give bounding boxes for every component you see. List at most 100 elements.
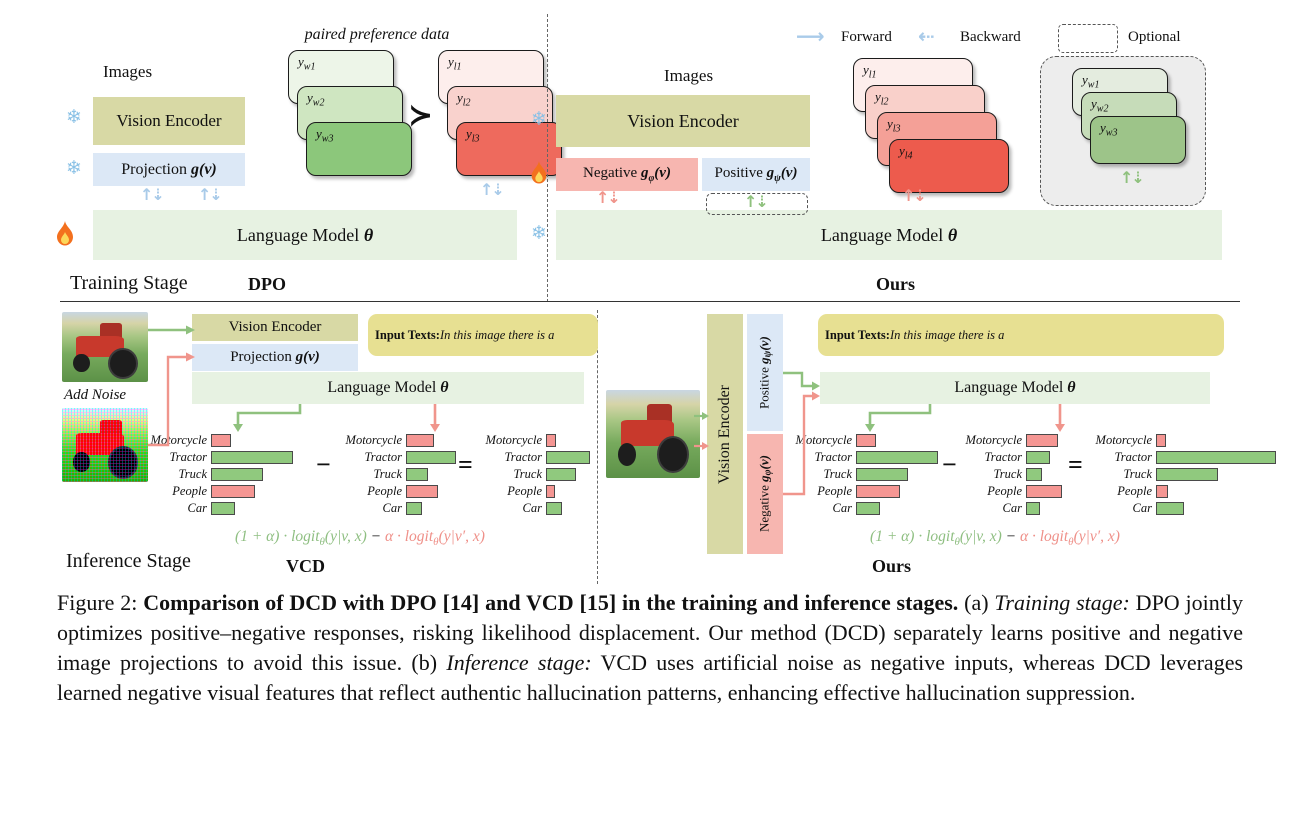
bar-category-label: Car [522,501,542,515]
forward-backward-arrows: ↑⇣ [744,192,769,211]
formula-neg-sub: θ [433,536,439,549]
formula-neg-args: (y|v′, x) [1073,528,1120,545]
formula-minus: − [1001,528,1020,545]
noisy-tractor-photo [62,408,148,482]
logit-bar [856,434,876,447]
training-panel-divider [547,14,548,302]
dpo-panel-title: DPO [248,274,286,294]
logit-bar [1026,434,1058,447]
bar-category-label: Tractor [1114,450,1152,464]
formula-negative-term: α · logitθ(y|v′, x) [384,528,485,549]
logit-bar [546,434,556,447]
card-label-sub: w3 [321,133,334,145]
tractor-body [75,433,124,456]
language-model-text: Language Model [954,379,1068,396]
tractor-rear-wheel [656,435,689,474]
card-label-base: y [1091,96,1097,111]
logit-bar [546,502,562,515]
forward-arrow-icon: ↑ [744,192,757,211]
formula-pos-sub: θ [319,536,325,549]
tractor-cab [99,323,123,340]
vision-encoder-label: Vision Encoder [627,110,739,131]
logit-bar [406,485,438,498]
positive-projection-label: Positive gψ(v) [715,165,798,184]
forward-backward-arrows: ↑⇣ [596,190,621,206]
vision-encoder-label: Vision Encoder [716,384,733,484]
language-model-text: Language Model [327,379,441,396]
input-texts-content: In this image there is a [889,327,1005,342]
equals-operator: = [458,450,473,479]
image-to-encoder-arrow [148,325,195,335]
caption-segment: (a) [958,590,995,615]
forward-arrow-icon: ↑ [198,185,211,204]
tractor-front-wheel [73,452,90,472]
formula-neg-text: α · logit [384,528,434,545]
ours-negative-projection-box: Negative gφ(v) [556,158,698,191]
card-label-sub: w2 [312,97,325,109]
minus-operator: − [942,450,957,479]
ours-inference-negative-projection-box: Negative gφ(v) [747,434,783,554]
card-label-base: y [307,90,313,105]
caption-segment: Training stage: [994,590,1130,615]
formula-pos-text: (1 + α) · logit [870,528,955,545]
tractor-rear-wheel [108,446,139,479]
negative-projection-label: Negative gφ(v) [757,456,774,533]
logit-bar [856,502,880,515]
language-model-theta: θ [1067,379,1076,396]
backward-arrow-icon: ⇣ [151,185,164,204]
logit-bar [856,451,938,464]
logit-bar [1156,485,1168,498]
language-model-text: Language Model [820,224,948,245]
negative-projection-label: Negative gφ(v) [583,165,671,184]
language-model-theta: θ [440,379,449,396]
bar-category-label: Motorcycle [345,433,402,447]
logit-bar [1026,451,1050,464]
language-model-theta: θ [363,224,374,245]
positive-math-args: (v) [756,336,772,351]
caption-segment: Inference stage: [446,649,592,675]
ours-positive-projection-box: Positive gψ(v) [702,158,810,191]
card-label-base: y [448,54,454,69]
logit-bar [546,451,590,464]
bar-category-label: Motorcycle [150,433,207,447]
formula-pos-args: (y|v, x) [959,528,1002,545]
card-label: yl3 [466,126,480,145]
logit-bar [1156,434,1166,447]
bar-category-label: Truck [513,467,542,481]
vision-encoder-label: Vision Encoder [116,111,222,130]
caption-segment: DPO jointly optimizes positive–negative … [57,590,1243,675]
positive-math-sub: ψ [762,350,774,358]
negative-math-base: g [756,475,772,483]
legend-backward-label: Backward [960,29,1021,45]
formula-positive-term: (1 + α) · logitθ(y|v, x) [870,528,1002,549]
card-label-base: y [298,54,304,69]
vcd-contrastive-decoding-formula: (1 + α) · logitθ(y|v, x) − α · logitθ(y|… [155,528,565,548]
backward-arrow-icon: ⇣ [491,180,504,199]
negative-math-args: (v) [654,165,671,181]
vcd-input-texts-box: Input Texts: In this image there is a [368,314,598,356]
logit-bar [1026,502,1040,515]
card-label-base: y [316,126,322,141]
legend-forward-label: Forward [841,29,892,45]
logit-bar [1026,468,1042,481]
forward-backward-arrows: ↑⇣ [902,186,927,205]
lm-to-original-chart-arrow [865,404,932,432]
negative-text: Negative [583,165,641,181]
caption-segment: Comparison of DCD with DPO [14] and VCD … [143,590,959,615]
card-label: yl1 [448,54,462,73]
loser-response-card: yl3 [456,122,562,176]
formula-pos-sub: θ [954,536,960,549]
tractor-rear-wheel [108,348,139,379]
ours-inference-language-model-box: Language Model θ [820,372,1210,404]
ours-input-texts-box: Input Texts: In this image there is a [818,314,1224,356]
tractor-photo [606,390,700,478]
card-label-sub: l4 [904,150,913,162]
backward-arrow-icon: ⇣ [913,186,926,205]
logit-bar [546,468,576,481]
bar-category-label: People [172,484,207,498]
card-label: yl2 [457,90,471,109]
forward-arrow-legend-icon: ⟶ [796,24,825,48]
dpo-language-model-box: Language Model θ [93,210,517,260]
negative-math-args: (v) [756,455,772,470]
language-model-theta: θ [947,224,958,245]
